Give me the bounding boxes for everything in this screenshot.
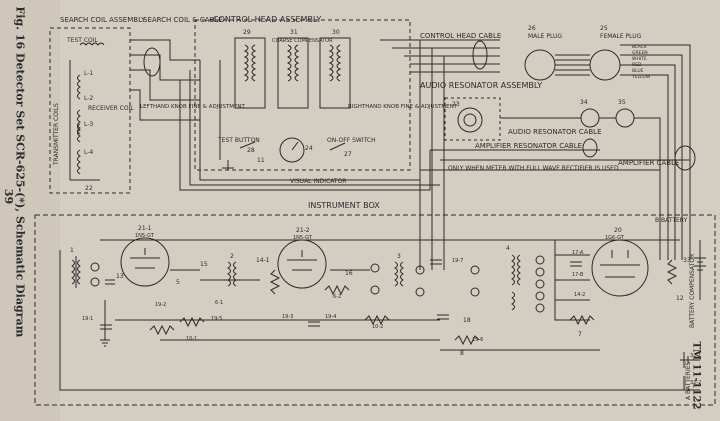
page-number: 39 [2,188,16,205]
n4-label: 4 [506,245,510,252]
n19-4-label: 19-4 [325,314,336,320]
lefthand-knob-label: LEFTHAND KNOB FINE & ADJUSTMENT [140,104,246,110]
wire-color-4: BLUE [632,68,644,74]
tube-21-2-type: 1N5-GT [293,235,313,241]
instrument-box [34,214,716,406]
n31-label: 31 [290,29,298,36]
control-head-cable-label: CONTROL HEAD CABLE [420,32,501,40]
switch-contacts [90,255,545,313]
wire-color-list: BLACK GREEN WHITE RED BLUE YELLOW [631,44,651,80]
a-batteries-label: A BATTERIES [685,361,692,400]
audio-resonator-cable-label: AUDIO RESONATOR CABLE [508,128,602,136]
wire-color-5: YELLOW [631,74,651,80]
n10-2-label: 10-2 [372,324,383,330]
n23-label: 23 [452,101,460,108]
instrument-box-label: INSTRUMENT BOX [308,201,380,210]
visual-indicator-label: VISUAL INDICATOR [290,178,346,185]
tube-20-label: 20 [614,227,622,234]
l3-label: L-3 [84,121,93,128]
n11-label: 11 [257,157,265,164]
n24-label: 24 [305,145,313,152]
n6-1-label: 6-1 [215,300,223,306]
control-head-cable-plug [472,40,488,70]
control-head-box [194,19,411,171]
n12-label: 12 [676,295,684,302]
n29-label: 29 [243,29,251,36]
n27-label: 27 [344,151,352,158]
n7-label: 7 [578,331,582,338]
n19-7-label: 19-7 [452,258,463,264]
female-plug-label: FEMALE PLUG [600,33,642,40]
n30-label: 30 [332,29,340,36]
search-coil-assembly-label: SEARCH COIL ASSEMBLY [60,16,146,24]
n28-label: 28 [247,147,255,154]
search-coil-cable-label: SEARCH COIL & CABLE [143,16,223,24]
n19-3-label: 19-3 [282,314,293,320]
female-plug-35-label: 35 [618,99,626,106]
male-plug-34-label: 34 [580,99,588,106]
figure-caption: Fig. 16 Detector Set SCR-625-(*), Schema… [13,6,27,338]
tube-21-2-label: 21-2 [296,227,310,234]
righthand-knob-label: RIGHTHAND KNOB FINE & ADJUSTMENT [348,104,458,110]
n16-label: 16 [345,270,353,277]
n15-label: 15 [200,261,208,268]
wire-color-2: WHITE [632,56,647,62]
b-battery-label: B BATTERY [655,217,688,224]
on-off-switch-label: ON-OFF SWITCH [327,137,376,144]
n14-2-label: 14-2 [574,292,585,298]
male-plug-label: MALE PLUG [528,33,562,40]
n17a-label: 17-A [572,250,584,256]
battery-compensator-label: BATTERY COMPENSATOR [689,254,696,328]
test-button-label: TEST BUTTON [217,137,260,144]
n33-label: 33 [683,257,691,264]
n18-label: 18 [463,317,471,324]
n32-2-label: 32-2 [690,380,701,386]
n19-1-label: 19-1 [82,316,93,322]
n10-1-label: 10-1 [186,336,197,342]
tube-21-1-label: 21-1 [138,225,152,232]
l1-label: L-1 [84,70,93,77]
n32-1-label: 32-1 [690,353,701,359]
tm-number: TM 11-1122 [690,341,702,410]
test-coil-symbol [79,42,105,46]
search-coil-plug [143,47,161,77]
n17b-label: 17-B [572,272,584,278]
n19-5-label: 19-5 [211,316,222,322]
tube-21-1 [120,237,170,287]
n13-label: 13 [116,273,124,280]
amplifier-resonator-cable-label: AMPLIFIER RESONATOR CABLE [475,142,582,150]
wire-color-1: GREEN [632,50,648,56]
n5-label: 5 [176,279,180,286]
control-head-assembly-label: CONTROL HEAD ASSEMBLY [213,15,321,24]
tube-21-1-type: 1N5-GT [135,233,155,239]
n1-label: 1 [70,247,74,254]
wire-color-0: BLACK [632,44,648,50]
visual-indicator-meter [279,137,305,163]
l4-label: L-4 [84,149,93,156]
wire-color-3: RED [632,62,642,68]
n2-label: 2 [230,253,234,260]
tube-20-type: 1G6-GT [605,235,625,241]
test-coil-label: TEST COIL [66,37,99,44]
l2-label: L-2 [84,95,93,102]
n19-6-label: 19-6 [472,337,483,343]
n3-label: 3 [397,253,401,260]
n22-label: 22 [85,185,93,192]
receiver-coil-label: RECEIVER COIL [88,105,134,112]
male-plug-26-label: 26 [528,25,536,32]
n8-label: 8 [460,350,464,357]
search-coil-assembly-box [49,27,131,194]
meter-note: ONLY WHEN METER WITH FULL WAVE RECTIFIER… [448,165,619,172]
transmitter-coils-label: TRANSMITTER COILS [53,103,60,166]
coarse-compensator-label: COARSE COMPENSATOR [272,38,333,44]
n19-2-label: 19-2 [155,302,166,308]
audio-resonator-assembly-label: AUDIO RESONATOR ASSEMBLY [420,81,542,90]
n6-2-label: 6-2 [333,294,341,300]
n14-1-label: 14-1 [256,257,270,264]
amplifier-cable-label: AMPLIFIER CABLE [618,159,679,167]
female-plug-25-label: 25 [600,25,608,32]
